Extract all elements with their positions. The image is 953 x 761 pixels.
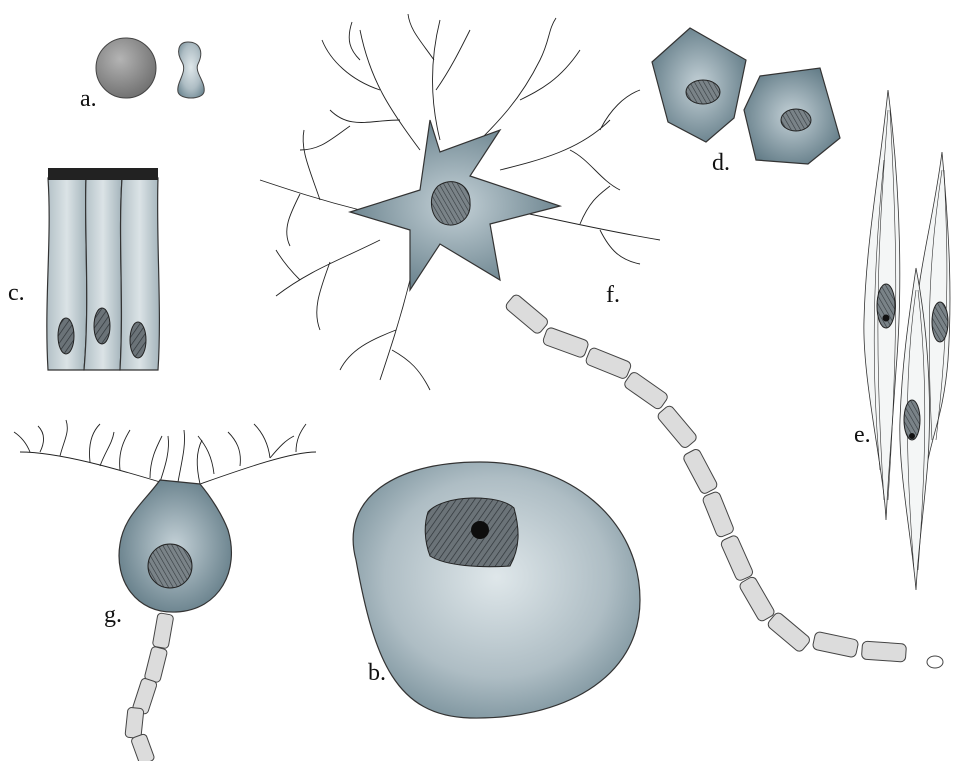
panel-e-smooth-muscle xyxy=(864,90,950,590)
round-cell xyxy=(96,38,156,98)
panel-g-neuron xyxy=(14,420,316,761)
nucleus-e2 xyxy=(932,302,948,342)
label-g: g. xyxy=(104,602,122,628)
label-a: a. xyxy=(80,86,97,112)
panel-a-blood-cells xyxy=(96,38,204,98)
nucleus-d2 xyxy=(781,109,811,131)
nucleus-d1 xyxy=(686,80,720,104)
nucleolus-b xyxy=(471,521,489,539)
panel-b-large-cell xyxy=(353,462,640,718)
nucleus-c2 xyxy=(94,308,110,344)
panel-d-polygonal-cells xyxy=(652,28,840,164)
nucleus-c1 xyxy=(58,318,74,354)
label-d: d. xyxy=(712,150,730,176)
dendrites-g xyxy=(14,420,316,484)
nucleus-f xyxy=(431,182,470,225)
biconcave-cell xyxy=(178,42,204,98)
nucleus-g xyxy=(148,544,192,588)
label-f: f. xyxy=(606,282,620,308)
myelin-sheath-g xyxy=(125,613,174,761)
label-e: e. xyxy=(854,422,871,448)
label-b: b. xyxy=(368,660,386,686)
cilia-border xyxy=(48,168,158,180)
label-c: c. xyxy=(8,280,25,306)
panel-c-columnar-epithelium xyxy=(47,168,160,370)
nucleus-c3 xyxy=(130,322,146,358)
